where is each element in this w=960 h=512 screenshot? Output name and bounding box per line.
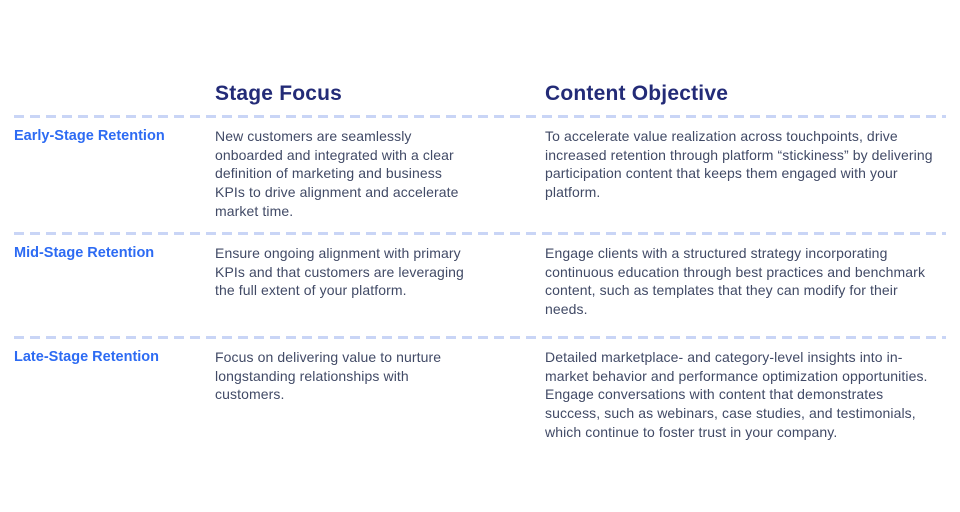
row-divider (14, 232, 946, 236)
stage-focus-cell: Focus on delivering value to nurture lon… (215, 349, 442, 403)
table-row: Early-Stage Retention New customers are … (14, 118, 946, 232)
row-label-early-stage: Early-Stage Retention (14, 128, 165, 145)
content-objective-cell: Detailed marketplace- and category-level… (545, 349, 928, 440)
content-objective-cell: To accelerate value realization across t… (545, 128, 933, 200)
retention-stages-table: Stage Focus Content Objective Early-Stag… (14, 82, 946, 453)
column-header-content-objective: Content Objective (545, 82, 729, 105)
stage-focus-cell: Ensure ongoing alignment with primary KP… (215, 245, 464, 299)
content-objective-cell: Engage clients with a structured strateg… (545, 245, 926, 317)
table-header-row: Stage Focus Content Objective (14, 82, 946, 115)
table-row: Late-Stage Retention Focus on delivering… (14, 339, 946, 453)
stage-focus-cell: New customers are seamlessly onboarded a… (215, 128, 459, 219)
table-row: Mid-Stage Retention Ensure ongoing align… (14, 235, 946, 336)
row-label-late-stage: Late-Stage Retention (14, 349, 160, 366)
row-divider (14, 115, 946, 119)
column-header-stage-focus: Stage Focus (215, 82, 343, 105)
row-divider (14, 336, 946, 340)
row-label-mid-stage: Mid-Stage Retention (14, 245, 155, 262)
